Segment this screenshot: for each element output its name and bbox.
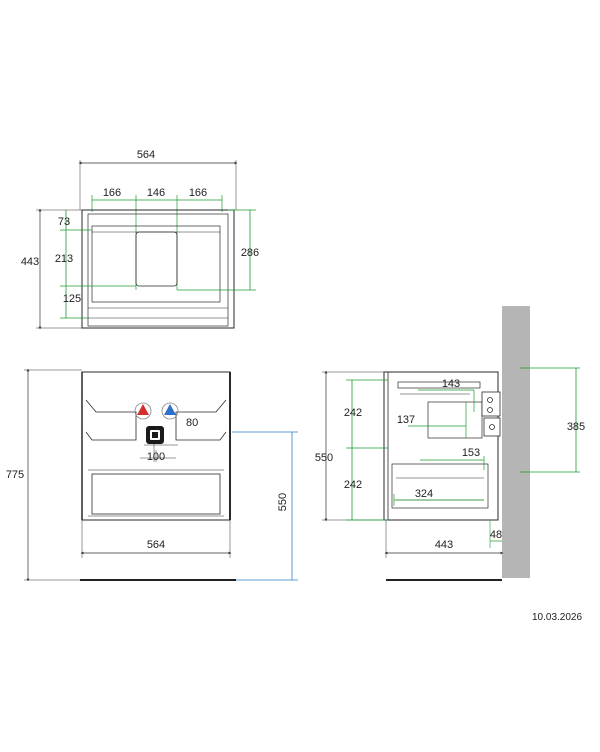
drawing-date: 10.03.2026 [532, 612, 583, 623]
cold-water-connection-icon [161, 402, 179, 420]
side-depth-label: 443 [435, 539, 453, 551]
top-segment-1-label: 166 [103, 187, 121, 199]
top-segment-2-label: 146 [147, 187, 165, 199]
top-left-dim-2-label: 213 [55, 253, 73, 265]
side-inner-lower-a-label: 153 [462, 447, 480, 459]
top-right-dim-label: 286 [241, 247, 259, 259]
front-width-label: 564 [147, 539, 165, 551]
front-view [24, 368, 298, 582]
top-segment-3-label: 166 [189, 187, 207, 199]
wall [502, 306, 530, 578]
side-view [322, 306, 580, 581]
top-left-dim-1-label: 73 [58, 216, 70, 228]
top-depth-label: 443 [21, 256, 39, 268]
drain-spacing-label: 100 [147, 451, 165, 463]
top-view [36, 160, 256, 330]
side-height-label: 550 [315, 452, 333, 464]
side-wall-offset-label: 48 [490, 529, 502, 541]
side-inner-lower-b-label: 324 [415, 488, 433, 500]
wall-bracket-icon [481, 391, 501, 437]
top-left-dim-3-label: 125 [63, 293, 81, 305]
mount-height-label: 550 [277, 493, 289, 511]
drain-icon [146, 426, 164, 444]
top-width-label: 564 [137, 149, 155, 161]
side-inner-upper-b-label: 137 [397, 414, 415, 426]
side-drawer-lower-label: 242 [344, 479, 362, 491]
bracket-spacing-label: 385 [567, 421, 585, 433]
hot-water-connection-icon [134, 402, 152, 420]
drain-offset-label: 80 [186, 417, 198, 429]
side-drawer-upper-label: 242 [344, 407, 362, 419]
front-height-label: 775 [6, 469, 24, 481]
side-inner-upper-a-label: 143 [442, 378, 460, 390]
